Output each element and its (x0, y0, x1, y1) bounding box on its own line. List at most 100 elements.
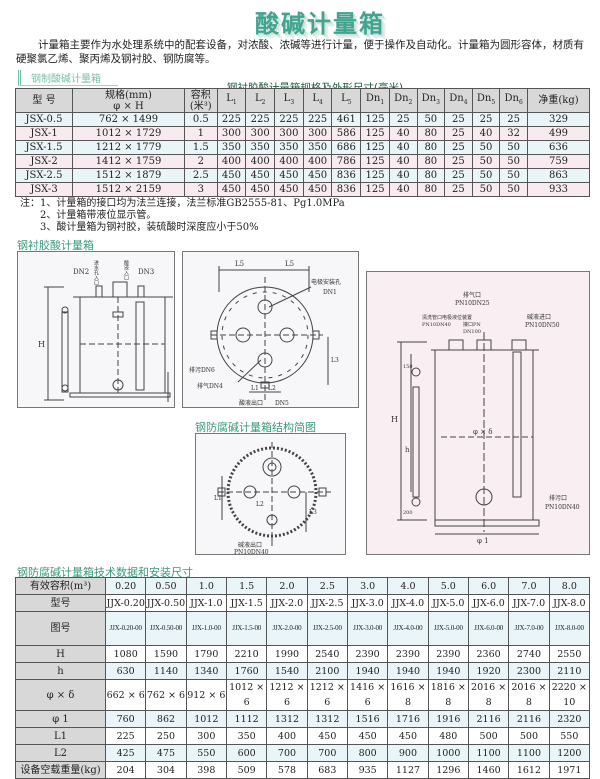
notes: 注：1、计量箱的接口均为法兰连接，法兰标准GB2555-81、Pg1.0MPa … (20, 198, 345, 234)
table-cell: JJX-6.0 (467, 594, 510, 612)
table-cell: 1112 (225, 710, 268, 728)
table-cell: 1.0 (185, 577, 227, 595)
note-2: 2、计量箱带液位显示管。 (40, 210, 157, 221)
table-cell: 25 (444, 126, 473, 141)
table-cell: JJX-2.5 (306, 594, 348, 612)
l1-label: L1 (251, 385, 259, 392)
col-dim: L3 (274, 88, 304, 113)
table-cell: 2220 × 10 (548, 679, 591, 711)
phi1-label: φ 1 (477, 537, 489, 545)
table-cell: 50 (416, 112, 446, 127)
table-cell: 760 (104, 710, 147, 728)
col-dim: Dn1 (360, 88, 390, 113)
section-heading-alkali-diagram: 钢防腐碱计量箱结构简图 (195, 421, 316, 434)
table-cell: 225 (216, 112, 247, 127)
note-1: 注：1、计量箱的接口均为法兰连接，法兰标准GB2555-81、Pg1.0MPa (20, 198, 345, 209)
table-cell: 2210 (225, 645, 268, 663)
table-cell: 40 (388, 140, 418, 155)
l2-label: L2 (268, 385, 276, 392)
table-cell: 935 (346, 761, 389, 779)
table-cell: 1212 × 6 (266, 679, 308, 711)
table-cell: 1616 × 8 (387, 679, 429, 711)
table-cell: JJX-5.0 (427, 594, 469, 612)
table-cell: 1760 (225, 662, 268, 680)
table-cell: JJX-4.0 (387, 594, 429, 612)
table-cell: JJX-8.0-00 (548, 611, 591, 646)
table-cell: 329 (527, 112, 590, 127)
table-cell: 400 (302, 154, 333, 169)
table-cell: 2116 (508, 710, 550, 728)
table-cell: 80 (416, 182, 446, 197)
table-cell: 1540 (266, 662, 308, 680)
acid-tank-side-diagram: H DN2 DN3 进水孔入口 酸液入口 (17, 251, 175, 408)
table-cell: 863 (527, 168, 590, 183)
table-cell: 1140 (145, 662, 187, 680)
table-cell: 2116 (467, 710, 510, 728)
table-cell: 800 (346, 744, 389, 762)
col-dim: Dn5 (471, 88, 501, 113)
table-cell: JJX-8.0 (548, 594, 591, 612)
row-label: φ × δ (15, 679, 106, 711)
table-cell: 480 (427, 727, 469, 745)
table-cell: 1460 (467, 761, 510, 779)
table-cell: 1012 × 6 (225, 679, 268, 711)
table-cell: JJX-0.50-00 (145, 611, 187, 646)
table-cell: 550 (185, 744, 227, 762)
table-cell: 50 (499, 140, 528, 155)
table-cell: 2100 (306, 662, 348, 680)
table-cell: 204 (104, 761, 147, 779)
alkali-inlet-spec: PN10DN50 (525, 322, 560, 329)
dim-150-label: 150 (403, 364, 413, 370)
table-cell: 425 (104, 744, 147, 762)
table-cell: 40 (388, 154, 418, 169)
table-cell: 300 (302, 126, 333, 141)
table-cell: JJX-7.0-00 (508, 611, 550, 646)
table-cell: 25 (388, 112, 418, 127)
table-cell: JJX-1.5-00 (225, 611, 268, 646)
alkali-outlet-spec: PN10DN40 (234, 549, 269, 556)
table-cell: 450 (245, 168, 276, 183)
col-dim: Dn2 (388, 88, 418, 113)
acid-tank-top-diagram: L5 L5 电极安装孔 DN1 排污DN6 排气DN4 L1 L2 L3 酸液出… (182, 251, 359, 408)
table-cell: 400 (245, 154, 276, 169)
table-cell: 40 (388, 182, 418, 197)
table-cell: 762 × 1499 (72, 112, 185, 127)
table-cell: JJX-3.0 (346, 594, 389, 612)
table-cell: 450 (274, 168, 304, 183)
row-label: 图号 (15, 611, 106, 646)
table-cell: 1312 (306, 710, 348, 728)
table-cell: 475 (145, 744, 187, 762)
electrode-hole-label: 电极安装孔 (311, 278, 341, 286)
col-dim: L4 (302, 88, 333, 113)
table-cell: 40 (388, 168, 418, 183)
table-cell: JJX-1.0 (185, 594, 227, 612)
table-cell: 225 (245, 112, 276, 127)
table-cell: 1590 (145, 645, 187, 663)
table-cell: JJX-2.5-00 (306, 611, 348, 646)
acid-inlet-label: 酸液入口 (123, 259, 129, 281)
table-cell: 5.0 (427, 577, 469, 595)
table-cell: 125 (360, 182, 390, 197)
table-cell: 1920 (467, 662, 510, 680)
acid-outlet-label: 酸液出口 (239, 399, 263, 407)
height-label: H (38, 340, 45, 349)
table-cell: 1100 (508, 744, 550, 762)
section-heading-alkali-data: 钢防腐碱计量箱技术数据和安装尺寸 (17, 566, 193, 579)
interface-label: 接口PN (463, 321, 481, 328)
l2-label: L2 (256, 501, 264, 508)
row-label: 型号 (15, 594, 106, 612)
table-cell: 25 (444, 154, 473, 169)
table-cell: 7.0 (508, 577, 550, 595)
table-cell: 499 (527, 126, 590, 141)
col-spec: 规格(mm)φ × H (72, 88, 185, 113)
table-cell: 125 (360, 112, 390, 127)
table-cell: 450 (245, 182, 276, 197)
